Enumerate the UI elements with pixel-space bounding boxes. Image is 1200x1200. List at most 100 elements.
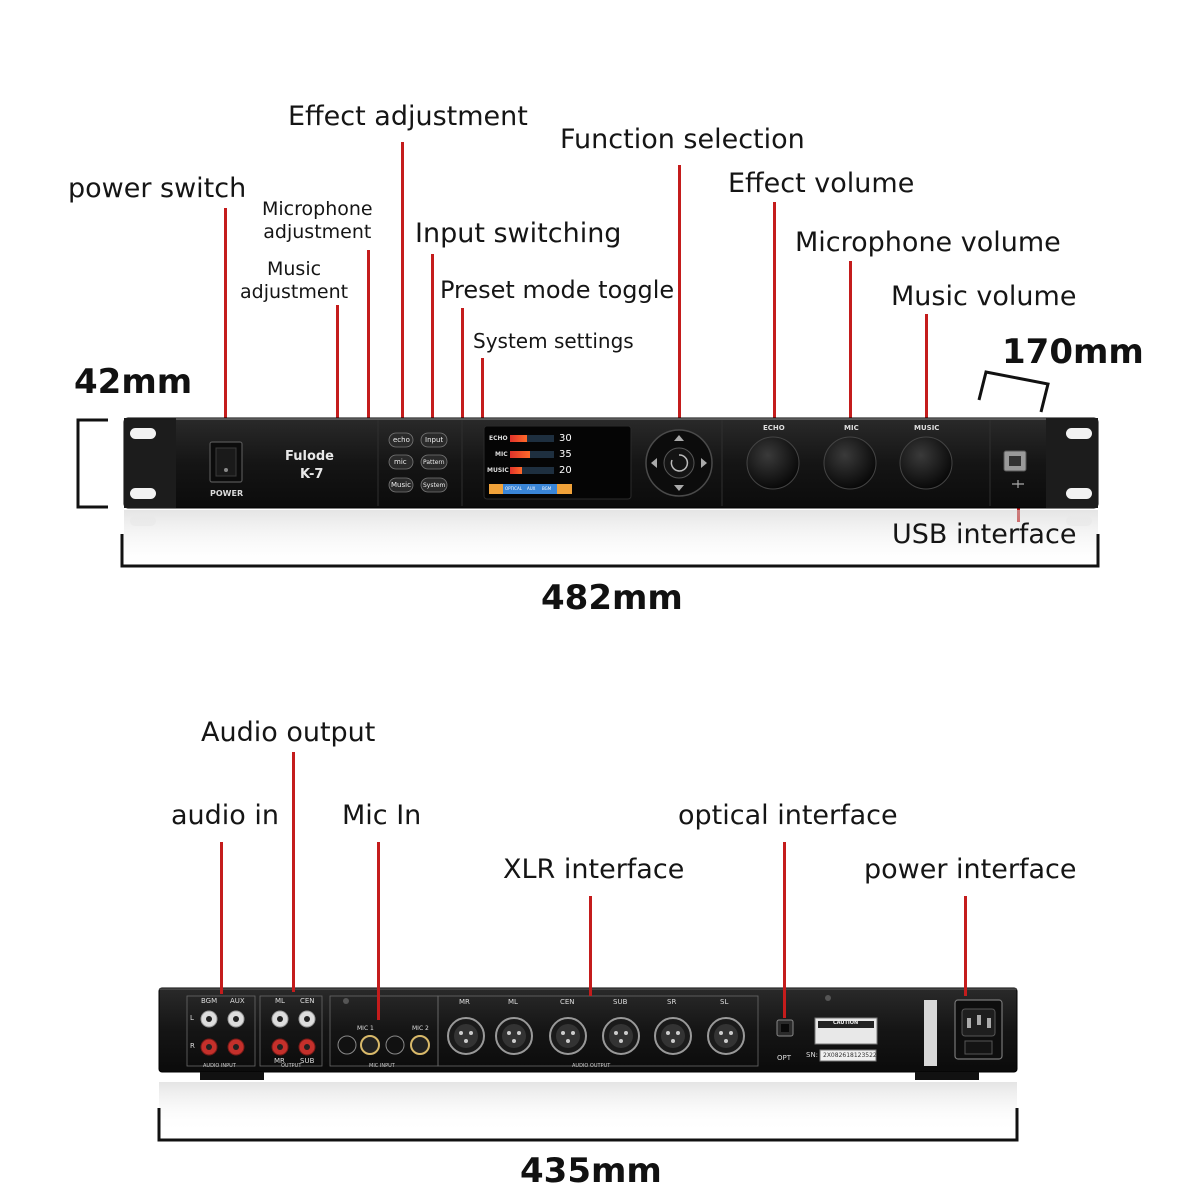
meter-echo [510, 435, 554, 442]
mic1-gain-knob[interactable] [337, 1035, 357, 1055]
label-input-switching: Input switching [415, 218, 622, 249]
xlr-sl[interactable] [707, 1017, 745, 1055]
optical-port[interactable] [776, 1019, 794, 1037]
xlr-label-sr: SR [667, 998, 677, 1006]
music-knob-label: MUSIC [914, 424, 940, 432]
xlr-ml[interactable] [495, 1017, 533, 1055]
dimension-depth: 170mm [1002, 332, 1144, 372]
rear-label-ml: ML [275, 997, 285, 1005]
lcd-echo-label: ECHO [489, 435, 508, 442]
system-button[interactable] [420, 477, 448, 493]
system-button-label: System [423, 482, 446, 489]
lcd-music-value: 20 [559, 465, 572, 476]
front-reflection [124, 510, 1098, 570]
label-usb-interface: USB interface [892, 519, 1077, 550]
callout-line-mic-vol [849, 261, 852, 422]
meter-mic [510, 451, 554, 458]
lcd-display [483, 425, 632, 500]
opt-label: OPT [777, 1054, 792, 1062]
width-bracket-rear [157, 1108, 1019, 1142]
pattern-button[interactable] [420, 454, 448, 470]
xlr-sub[interactable] [602, 1017, 640, 1055]
echo-button[interactable] [388, 432, 414, 448]
music-knob[interactable] [899, 436, 953, 490]
input-button-label: Input [425, 436, 444, 444]
callout-line-optical [783, 842, 786, 1018]
rear-reflection [159, 1082, 1017, 1132]
lcd-tab-bgm: BGM [542, 486, 552, 491]
mic1-jack[interactable] [360, 1035, 380, 1055]
xlr-label-ml: ML [508, 998, 518, 1006]
output-section [259, 995, 323, 1067]
serial-prefix: SN: [806, 1051, 819, 1059]
mic-knob-label: MIC [844, 424, 859, 432]
device-brand: Fulode [285, 449, 334, 464]
height-bracket [76, 418, 108, 509]
dimension-height: 42mm [74, 362, 193, 402]
function-dpad[interactable] [645, 429, 713, 497]
callout-line-power-interface [964, 896, 967, 996]
rack-hole-tr [1066, 428, 1092, 439]
rear-label-mic2: MIC 2 [412, 1025, 429, 1032]
section-label-mic-input: MIC INPUT [369, 1063, 395, 1069]
label-power-switch: power switch [68, 173, 247, 204]
callout-line-pattern [461, 308, 464, 462]
width-bracket-front [120, 534, 1100, 568]
mic2-jack[interactable] [410, 1035, 430, 1055]
label-microphone-volume: Microphone volume [795, 227, 1061, 258]
label-audio-in: audio in [171, 800, 280, 831]
usb-port[interactable] [1003, 450, 1027, 488]
lcd-echo-value: 30 [559, 433, 572, 444]
xlr-cen[interactable] [549, 1017, 587, 1055]
rca-jacks [200, 1010, 316, 1056]
label-mic-in: Mic In [342, 800, 422, 831]
music-button-label: Music [391, 481, 411, 489]
label-music-adjustment: Music adjustment [240, 258, 349, 303]
depth-bracket [977, 370, 1050, 413]
rack-hole-bl [130, 488, 156, 499]
device-model: K-7 [300, 467, 324, 482]
mic-button[interactable] [388, 454, 414, 470]
mic-button-label: mic [394, 458, 407, 466]
callout-line-audio-output [292, 752, 295, 992]
xlr-label-cen: CEN [560, 998, 575, 1006]
rear-label-r: R [190, 1042, 195, 1050]
lcd-mic-label: MIC [495, 451, 508, 458]
label-system-settings: System settings [473, 329, 634, 353]
rear-label-cen: CEN [300, 997, 315, 1005]
echo-knob[interactable] [746, 436, 800, 490]
xlr-connectors [447, 1017, 745, 1055]
music-button[interactable] [388, 477, 414, 493]
xlr-label-sl: SL [720, 998, 729, 1006]
power-label: POWER [210, 489, 244, 498]
mic-knob[interactable] [823, 436, 877, 490]
xlr-label-mr: MR [459, 998, 470, 1006]
caution-text: CAUTION [833, 1020, 859, 1026]
mic2-gain-knob[interactable] [385, 1035, 405, 1055]
dimension-width-front: 482mm [541, 578, 683, 618]
callout-line-mic-adj [367, 250, 370, 463]
callout-line-function [678, 165, 681, 428]
callout-line-effect-adj [401, 142, 404, 435]
echo-knob-label: ECHO [763, 424, 785, 432]
mic-inputs [337, 998, 430, 1055]
lcd-tab-bar [489, 484, 572, 494]
dimension-width-rear: 435mm [520, 1151, 662, 1191]
serial-number: 2X082618123522 [823, 1052, 877, 1059]
rack-hole-tl [130, 428, 156, 439]
xlr-sr[interactable] [654, 1017, 692, 1055]
callout-line-music-vol [925, 314, 928, 422]
power-switch[interactable] [209, 441, 243, 483]
lcd-tab-optical: OPTICAL [505, 486, 522, 491]
rear-label-aux: AUX [230, 997, 245, 1005]
xlr-mr[interactable] [447, 1017, 485, 1055]
label-effect-adjustment: Effect adjustment [288, 101, 528, 132]
input-button[interactable] [420, 432, 448, 448]
label-preset-mode-toggle: Preset mode toggle [440, 276, 675, 304]
callout-line-audio-in [220, 842, 223, 994]
callout-line-power [224, 208, 227, 463]
lcd-tab-aux: AUX [527, 486, 536, 491]
power-inlet[interactable] [954, 999, 1003, 1060]
audio-output-section [437, 995, 759, 1067]
callout-line-xlr [589, 896, 592, 996]
